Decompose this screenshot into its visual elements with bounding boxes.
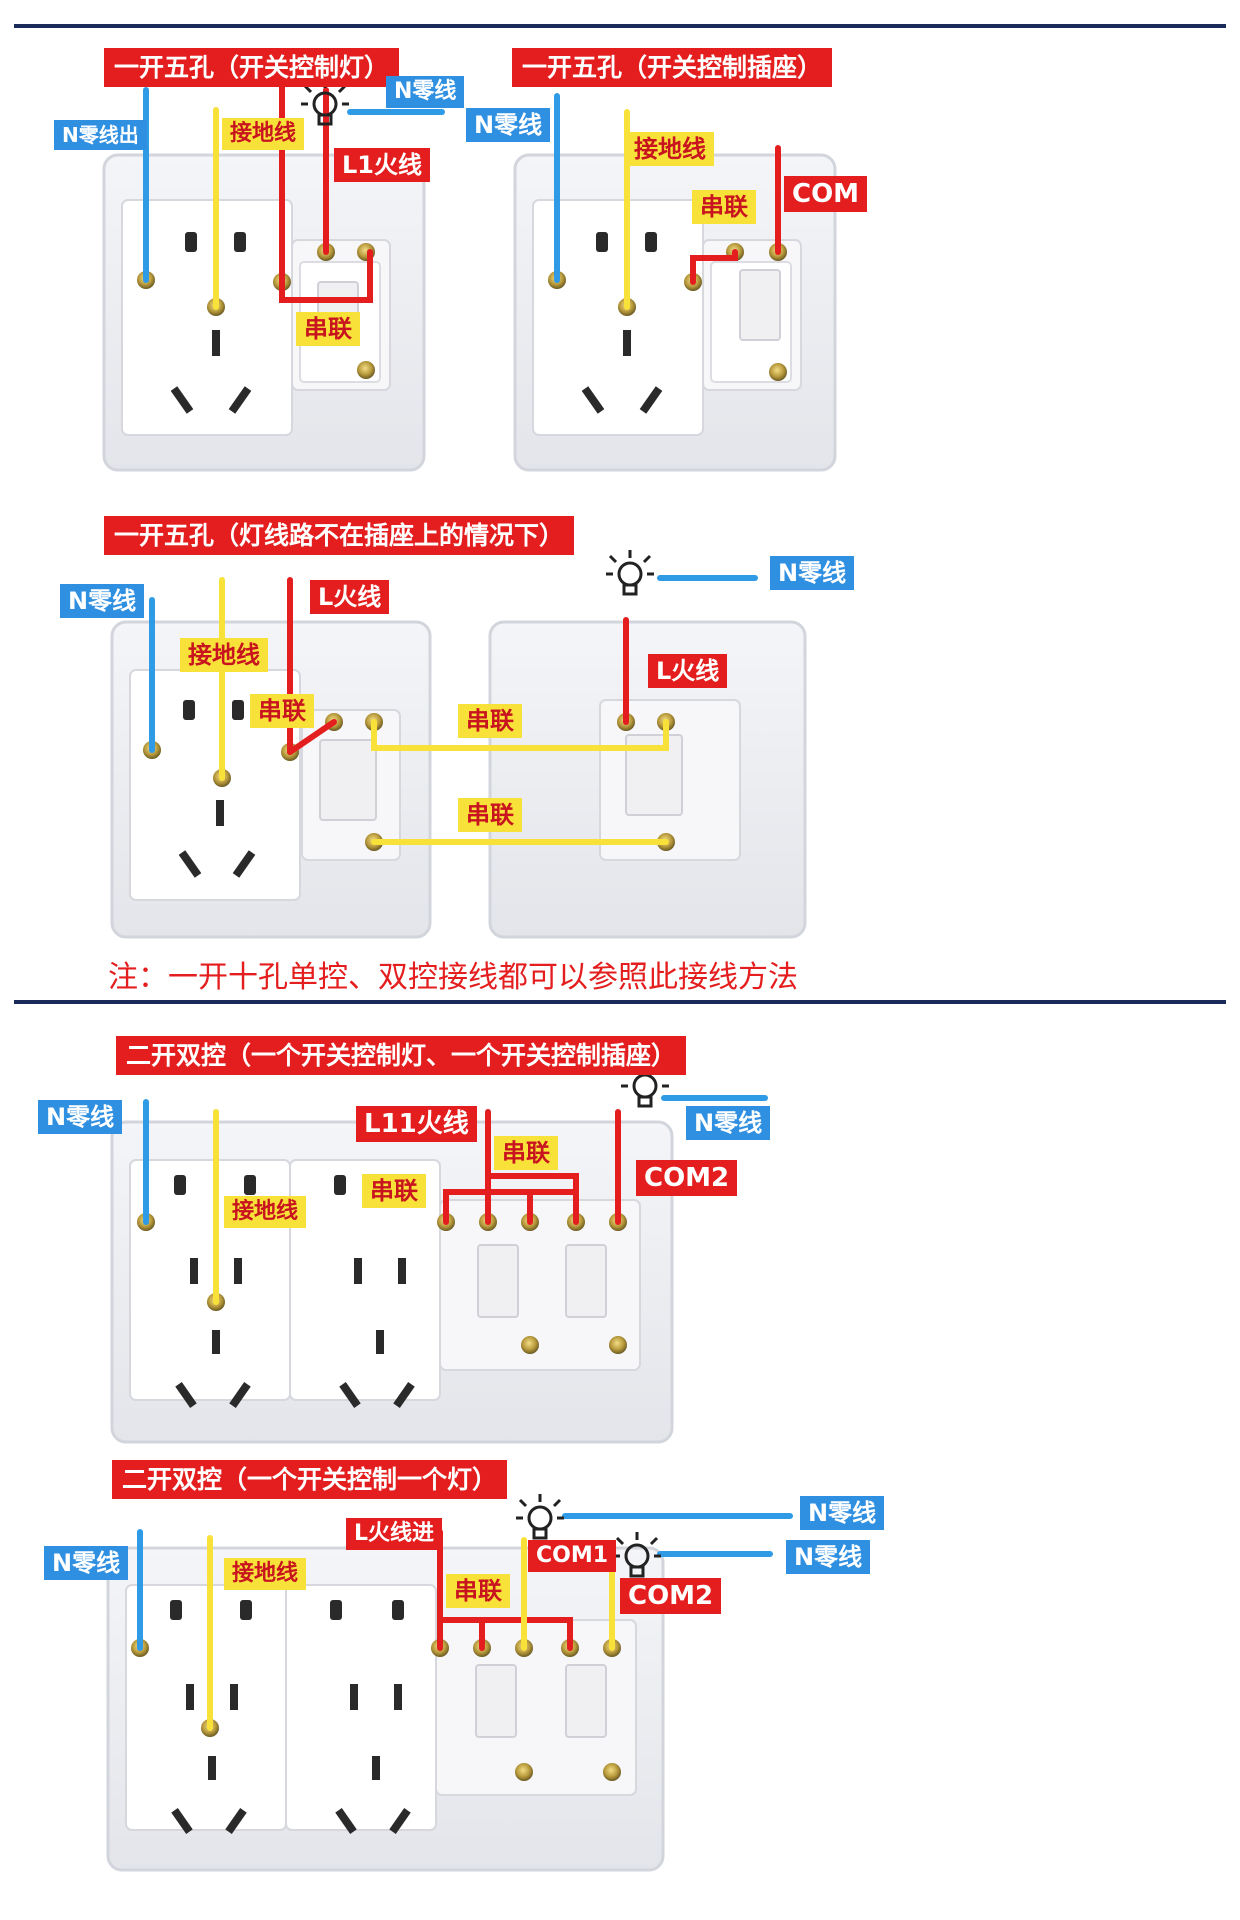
wiring-note: 注：一开十孔单控、双控接线都可以参照此接线方法 [108, 960, 798, 995]
p2-n-label: N零线 [466, 108, 551, 142]
panel-1-plate [102, 153, 426, 472]
middle-divider [14, 1000, 1226, 1004]
panel-5-wires [137, 1513, 793, 1731]
panel-5-title: 二开双控（一个开关控制一个灯） [112, 1460, 508, 1499]
p3-series-top-label: 串联 [458, 704, 522, 738]
p2-com-label: COM [784, 176, 868, 212]
p5-com1-label: COM1 [528, 1540, 617, 1572]
p5-n-label: N零线 [44, 1546, 129, 1580]
p2-ground-label: 接地线 [626, 132, 714, 166]
p1-series-label: 串联 [296, 312, 360, 346]
p3-ground-label: 接地线 [180, 638, 268, 672]
p2-series-label: 串联 [692, 190, 756, 224]
p5-l-in-label: L火线进 [346, 1518, 443, 1550]
p5-n-right-1-label: N零线 [800, 1496, 885, 1530]
p4-n-right-label: N零线 [686, 1106, 771, 1140]
p4-n-label: N零线 [38, 1100, 123, 1134]
panel-2-socket-holes [581, 232, 663, 414]
p3-series-label: 串联 [250, 694, 314, 728]
p4-com2-label: COM2 [636, 1160, 738, 1196]
p4-series-a-label: 串联 [362, 1174, 426, 1208]
panel-1-socket-holes [170, 232, 252, 414]
p4-l11-label: L11火线 [356, 1106, 477, 1142]
p5-n-right-2-label: N零线 [786, 1540, 871, 1574]
p3-l-label: L火线 [310, 580, 390, 614]
p3-series-bottom-label: 串联 [458, 798, 522, 832]
panel-3-socket-holes [178, 700, 256, 878]
panel-3-title: 一开五孔（灯线路不在插座上的情况下） [104, 516, 575, 555]
panel-2-title: 一开五孔（开关控制插座） [512, 48, 833, 87]
p5-series-label: 串联 [446, 1574, 510, 1608]
p3-n-label: N零线 [60, 584, 145, 618]
panel-5-socket-holes [170, 1600, 411, 1834]
panel-4-title: 二开双控（一个开关控制灯、一个开关控制插座） [116, 1036, 687, 1075]
p4-ground-label: 接地线 [224, 1196, 307, 1228]
panel-3-switch-plate [488, 620, 807, 939]
p1-l1-label: L1火线 [334, 148, 430, 182]
p3-l-right-label: L火线 [648, 654, 728, 688]
p1-n-label: N零线 [386, 76, 465, 108]
panel-1-title: 一开五孔（开关控制灯） [104, 48, 400, 87]
panel-3-socket-plate [110, 620, 432, 939]
p1-ground-label: 接地线 [222, 118, 305, 150]
light-bulb-icon [516, 1494, 564, 1540]
p1-n-out-label: N零线出 [54, 120, 147, 150]
light-bulb-icon [613, 1532, 661, 1578]
panel-4-wires [143, 1095, 768, 1305]
panel-3-wires [149, 575, 758, 845]
p3-n-right-label: N零线 [770, 556, 855, 590]
light-bulb-icon [301, 80, 349, 126]
light-bulb-icon [606, 550, 654, 596]
p4-series-b-label: 串联 [494, 1136, 558, 1170]
top-divider [14, 24, 1226, 28]
p5-com2-label: COM2 [620, 1578, 722, 1614]
p5-ground-label: 接地线 [224, 1558, 307, 1590]
panel-2-plate [513, 153, 837, 472]
